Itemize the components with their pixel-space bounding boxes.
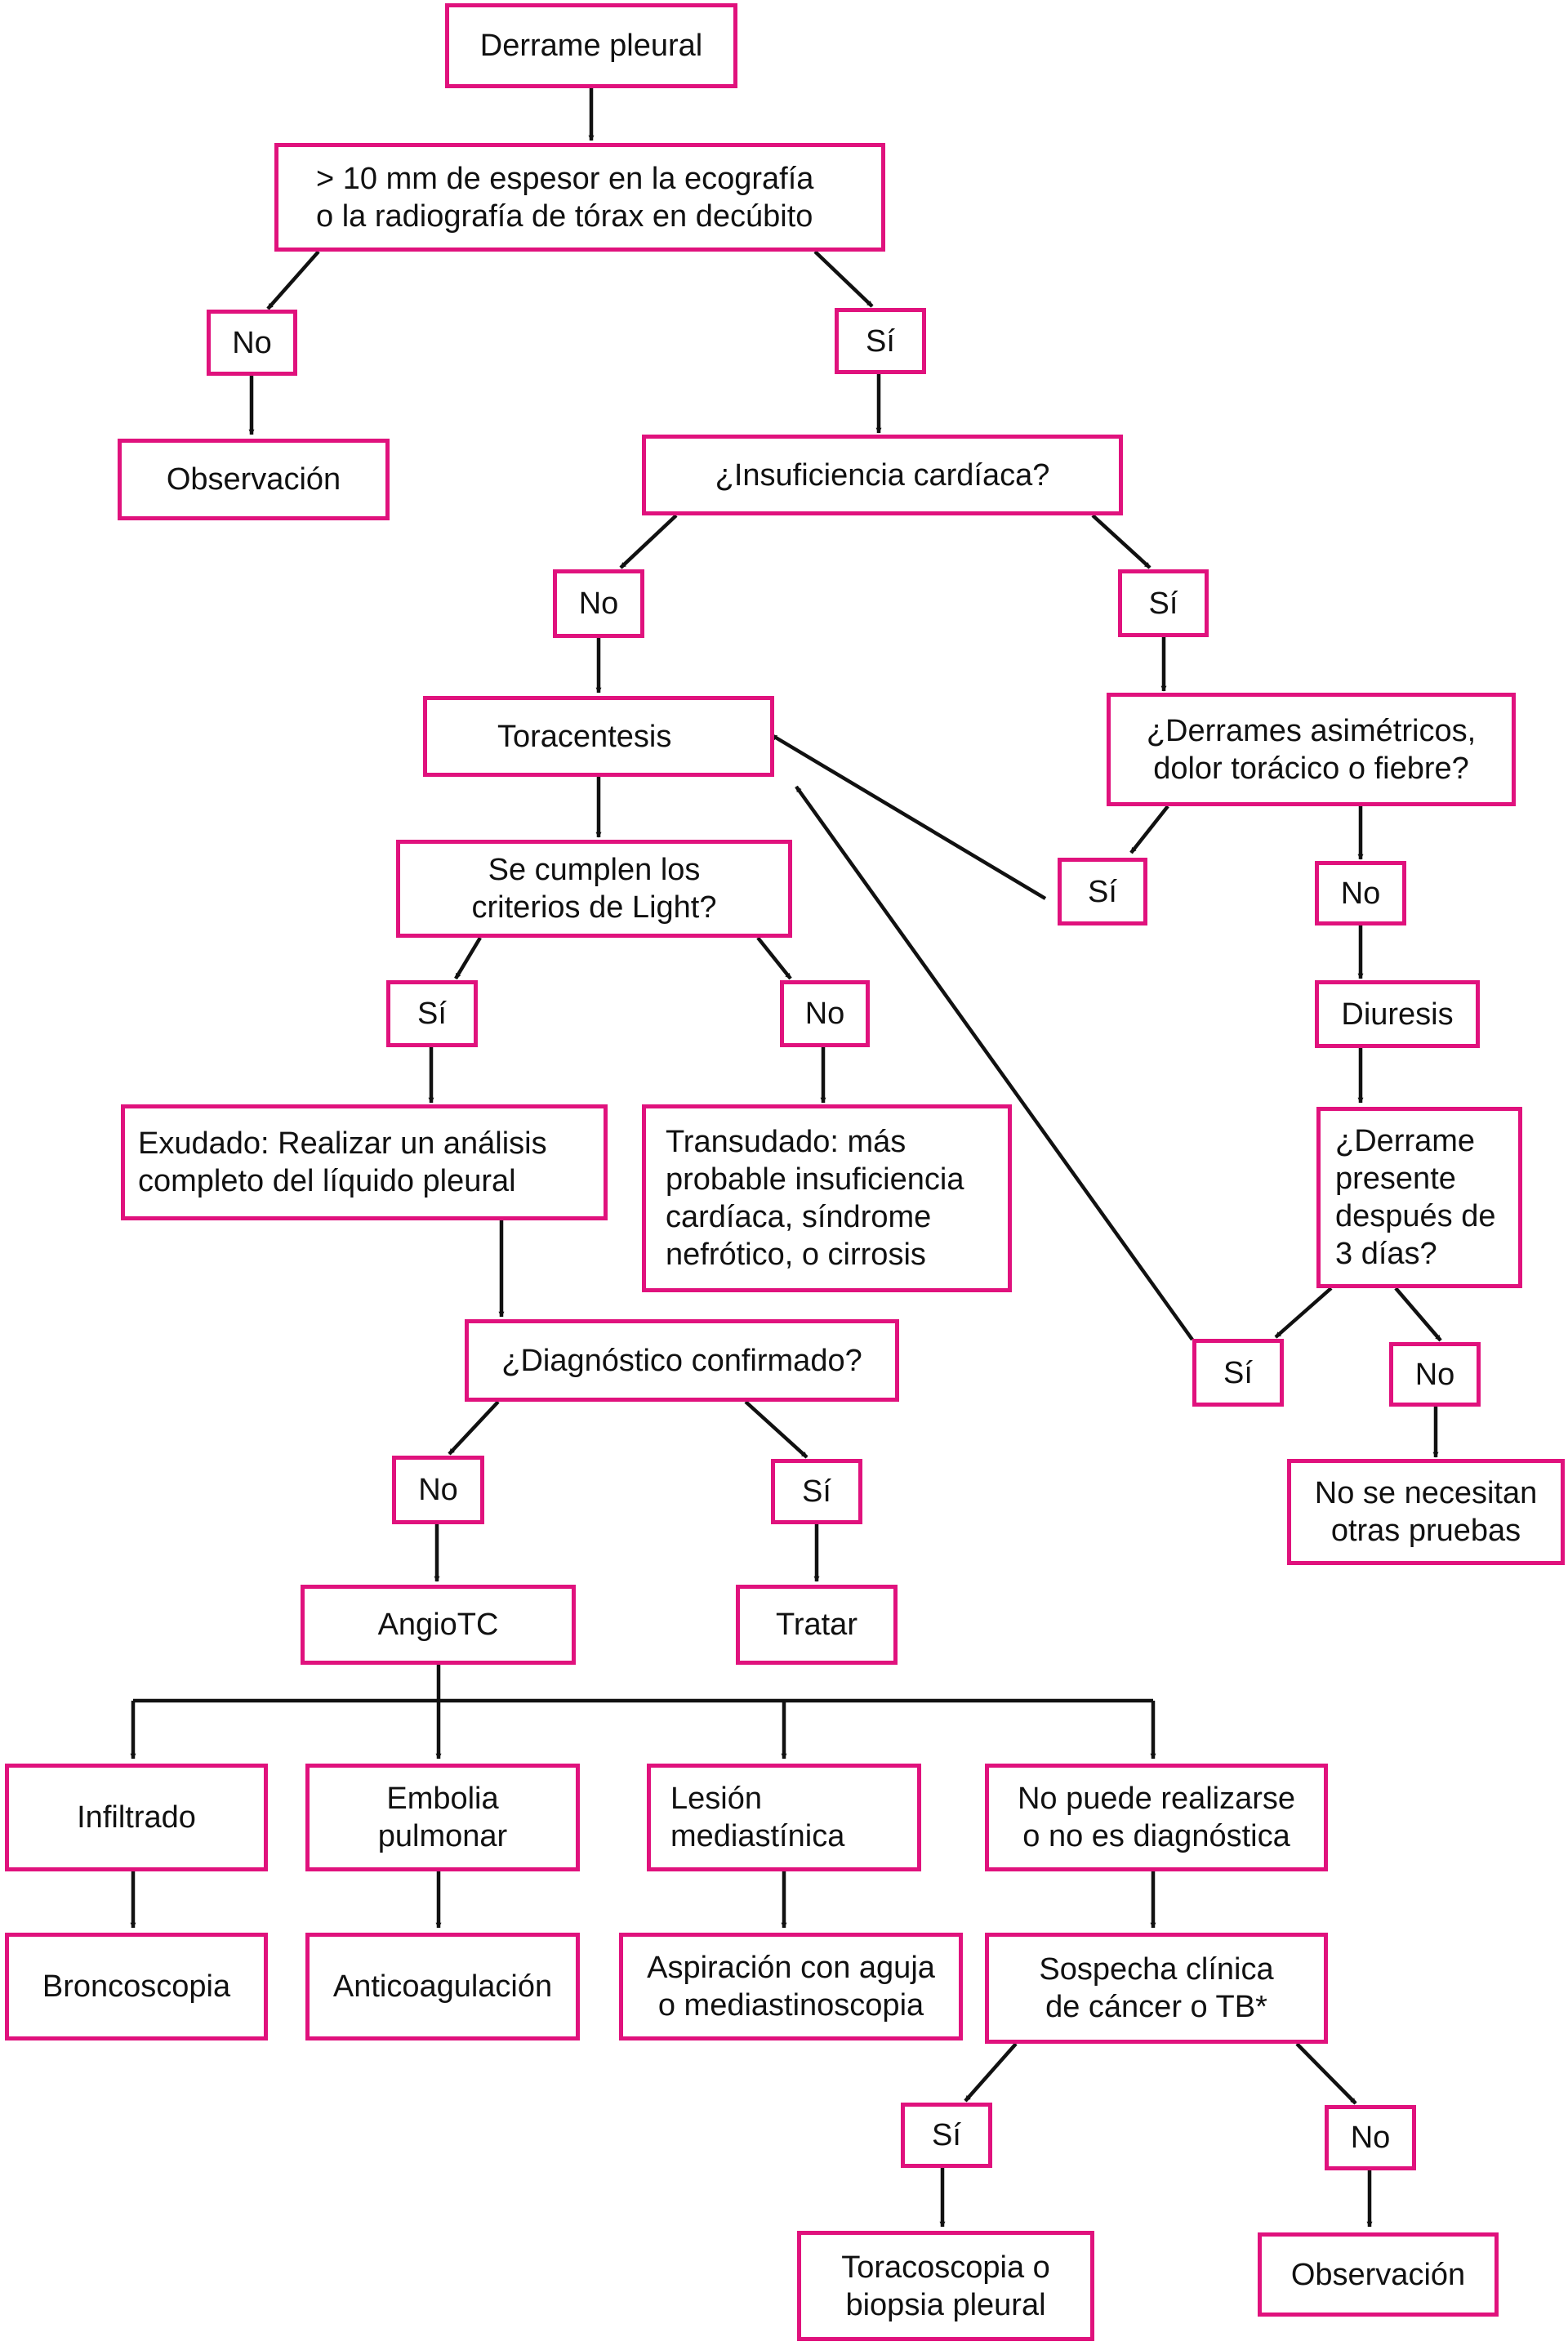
label-no-6: No bbox=[392, 1456, 484, 1524]
label-si-5: Sí bbox=[1192, 1339, 1284, 1407]
node-transudado: Transudado: más probable insuficiencia c… bbox=[642, 1104, 1012, 1292]
node-criterios-light: Se cumplen los criterios de Light? bbox=[396, 840, 792, 938]
node-derrames-asimetricos: ¿Derrames asimétricos, dolor torácico o … bbox=[1107, 693, 1516, 806]
label-no-2: No bbox=[553, 569, 644, 638]
arrow-espesor-si1 bbox=[813, 250, 874, 308]
node-anticoagulacion: Anticoagulación bbox=[305, 1933, 580, 2040]
arrow-insuf-si2 bbox=[1091, 514, 1152, 569]
node-diuresis: Diuresis bbox=[1315, 980, 1480, 1048]
arrow-insuf-no2 bbox=[619, 514, 678, 569]
node-derrame-pleural: Derrame pleural bbox=[445, 3, 737, 88]
label-si-7: Sí bbox=[901, 2103, 992, 2168]
node-lesion-mediastinica: Lesión mediastínica bbox=[647, 1764, 921, 1871]
label-si-3: Sí bbox=[1058, 858, 1147, 925]
node-sospecha-clinica: Sospecha clínica de cáncer o TB* bbox=[985, 1933, 1328, 2044]
node-toracentesis: Toracentesis bbox=[423, 696, 774, 777]
label-si-6: Sí bbox=[771, 1459, 862, 1524]
arrow-espesor-no1 bbox=[266, 250, 320, 310]
node-no-se-necesitan: No se necesitan otras pruebas bbox=[1287, 1459, 1565, 1565]
node-no-puede-realizarse: No puede realizarse o no es diagnóstica bbox=[985, 1764, 1328, 1871]
arrow-diag-no6 bbox=[448, 1400, 500, 1456]
label-no-5: No bbox=[1389, 1342, 1481, 1407]
node-observacion-1: Observación bbox=[118, 439, 390, 520]
arrow-si5-toracentesis bbox=[795, 785, 1194, 1341]
label-si-4: Sí bbox=[386, 980, 478, 1047]
arrow-asim-si3 bbox=[1129, 805, 1169, 854]
label-no-1: No bbox=[207, 310, 297, 376]
node-broncoscopia: Broncoscopia bbox=[5, 1933, 268, 2040]
node-tratar: Tratar bbox=[736, 1585, 898, 1665]
node-espesor: > 10 mm de espesor en la ecografía o la … bbox=[274, 143, 885, 252]
node-insuficiencia-cardiaca: ¿Insuficiencia cardíaca? bbox=[642, 435, 1123, 515]
node-infiltrado: Infiltrado bbox=[5, 1764, 268, 1871]
arrow-diag-si6 bbox=[744, 1400, 808, 1459]
arrow-light-no4 bbox=[756, 936, 792, 980]
node-toracoscopia: Toracoscopia o biopsia pleural bbox=[797, 2231, 1094, 2341]
node-diagnostico-confirmado: ¿Diagnóstico confirmado? bbox=[465, 1319, 899, 1402]
label-si-2: Sí bbox=[1118, 569, 1209, 637]
label-no-3: No bbox=[1315, 861, 1406, 925]
arrow-derrame3-si5 bbox=[1274, 1287, 1333, 1339]
label-no-7: No bbox=[1325, 2105, 1416, 2170]
node-derrame-3-dias: ¿Derrame presente después de 3 días? bbox=[1316, 1107, 1522, 1288]
node-angiotc: AngioTC bbox=[301, 1585, 576, 1665]
arrow-light-si4 bbox=[454, 936, 482, 980]
arrow-sospecha-si7 bbox=[964, 2042, 1018, 2103]
arrow-sospecha-no7 bbox=[1295, 2042, 1357, 2105]
label-si-1: Sí bbox=[835, 308, 926, 374]
label-no-4: No bbox=[780, 980, 870, 1047]
node-aspiracion: Aspiración con aguja o mediastinoscopia bbox=[619, 1933, 963, 2040]
node-exudado: Exudado: Realizar un análisis completo d… bbox=[121, 1104, 608, 1220]
node-embolia-pulmonar: Embolia pulmonar bbox=[305, 1764, 580, 1871]
node-observacion-2: Observación bbox=[1258, 2232, 1499, 2317]
arrow-derrame3-no5 bbox=[1394, 1287, 1442, 1342]
arrow-si3-toracentesis bbox=[770, 734, 1047, 900]
